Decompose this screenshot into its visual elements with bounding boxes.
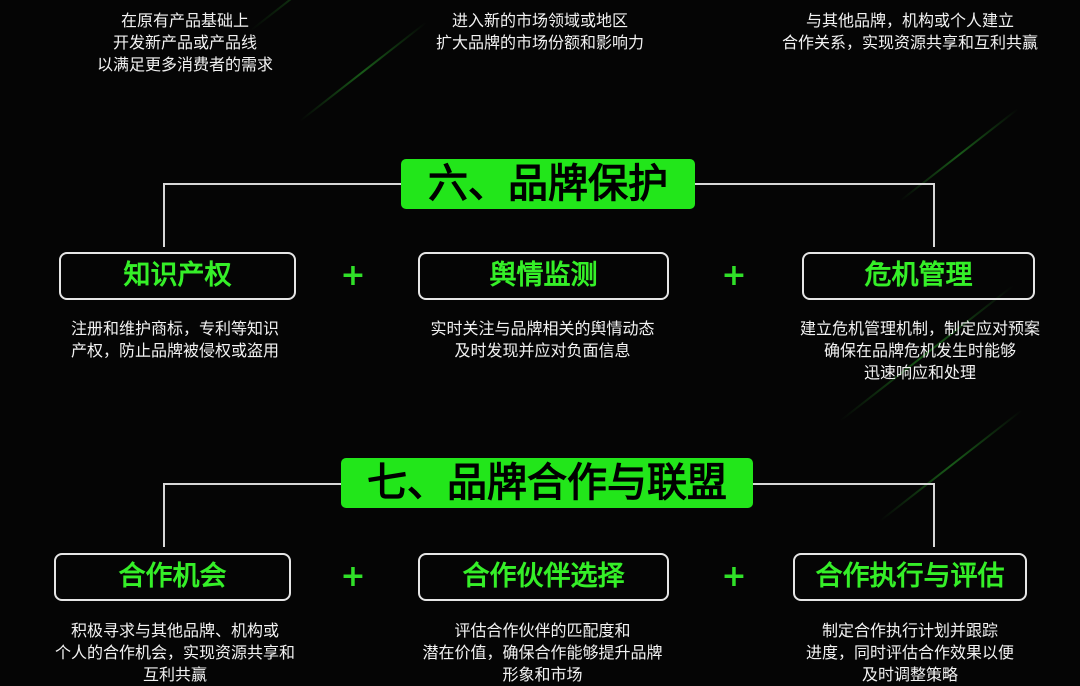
description-line: 与其他品牌，机构或个人建立 [805, 11, 1014, 30]
description-line: 建立危机管理机制，制定应对预案 [799, 319, 1040, 338]
description-line: 合作关系，实现资源共享和互利共赢 [781, 33, 1038, 52]
description-line: 确保在品牌危机发生时能够 [823, 341, 1016, 360]
description-line: 潜在价值，确保合作能够提升品牌 [422, 643, 663, 662]
description-line: 进入新的市场领域或地区 [451, 11, 628, 30]
section7-title: 七、品牌合作与联盟 [341, 458, 753, 508]
section7-item-3: 合作执行与评估 [793, 553, 1027, 601]
description-line: 开发新产品或产品线 [112, 33, 257, 52]
plus-icon: + [340, 559, 366, 594]
section6-item-3: 危机管理 [802, 252, 1035, 300]
section6-item-2-description: 实时关注与品牌相关的舆情动态 及时发现并应对负面信息 [400, 318, 685, 362]
section7-item-3-description: 制定合作执行计划并跟踪 进度，同时评估合作效果以便 及时调整策略 [770, 620, 1050, 686]
description-line: 注册和维护商标，专利等知识 [70, 319, 279, 338]
description-line: 评估合作伙伴的匹配度和 [454, 621, 631, 640]
section6-item-2: 舆情监测 [418, 252, 669, 300]
section6-title: 六、品牌保护 [401, 159, 695, 209]
section7-item-2-description: 评估合作伙伴的匹配度和 潜在价值，确保合作能够提升品牌 形象和市场 [400, 620, 685, 686]
description-line: 迅速响应和处理 [863, 363, 976, 382]
plus-icon: + [340, 258, 366, 293]
description-line: 形象和市场 [502, 665, 583, 684]
decorative-streak [299, 21, 427, 122]
plus-icon: + [721, 258, 747, 293]
section7-item-2: 合作伙伴选择 [418, 553, 669, 601]
section7-item-1: 合作机会 [54, 553, 291, 601]
description-line: 实时关注与品牌相关的舆情动态 [430, 319, 655, 338]
description-line: 制定合作执行计划并跟踪 [821, 621, 998, 640]
top-description-1: 在原有产品基础上 开发新产品或产品线 以满足更多消费者的需求 [60, 10, 310, 76]
top-description-3: 与其他品牌，机构或个人建立 合作关系，实现资源共享和互利共赢 [760, 10, 1060, 54]
plus-icon: + [721, 559, 747, 594]
description-line: 互利共赢 [142, 665, 207, 684]
description-line: 产权，防止品牌被侵权或盗用 [70, 341, 279, 360]
description-line: 扩大品牌的市场份额和影响力 [435, 33, 644, 52]
description-line: 以满足更多消费者的需求 [96, 55, 273, 74]
description-line: 个人的合作机会，实现资源共享和 [54, 643, 295, 662]
description-line: 在原有产品基础上 [120, 11, 249, 30]
top-description-2: 进入新的市场领域或地区 扩大品牌的市场份额和影响力 [410, 10, 670, 54]
description-line: 及时调整策略 [861, 665, 958, 684]
section6-item-3-description: 建立危机管理机制，制定应对预案 确保在品牌危机发生时能够 迅速响应和处理 [770, 318, 1070, 384]
section6-item-1-description: 注册和维护商标，专利等知识 产权，防止品牌被侵权或盗用 [40, 318, 310, 362]
description-line: 进度，同时评估合作效果以便 [805, 643, 1014, 662]
section7-item-1-description: 积极寻求与其他品牌、机构或 个人的合作机会，实现资源共享和 互利共赢 [30, 620, 320, 686]
description-line: 及时发现并应对负面信息 [454, 341, 631, 360]
description-line: 积极寻求与其他品牌、机构或 [70, 621, 279, 640]
section6-item-1: 知识产权 [59, 252, 296, 300]
